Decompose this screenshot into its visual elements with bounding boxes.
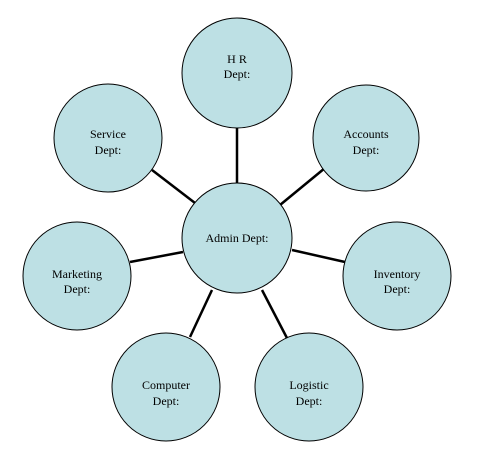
- dept-node-service: Service Dept:: [53, 83, 163, 193]
- dept-node-logistic: Logistic Dept:: [254, 332, 364, 442]
- dept-node-service-label-line1: Service: [90, 127, 126, 141]
- center-node-admin-label: Admin Dept:: [206, 231, 269, 245]
- dept-node-computer-label-line1: Computer: [142, 378, 190, 392]
- dept-node-service-label-line2: Dept:: [95, 143, 122, 157]
- dept-node-hr-label-line2: Dept:: [224, 67, 251, 81]
- dept-node-accounts-label-line2: Dept:: [353, 143, 380, 157]
- connector-marketing: [129, 250, 184, 264]
- dept-node-logistic-label-line1: Logistic: [289, 378, 328, 392]
- connector-computer: [188, 289, 214, 338]
- dept-node-marketing-label-line1: Marketing: [52, 267, 102, 281]
- dept-node-marketing: Marketing Dept:: [22, 221, 132, 331]
- dept-node-computer: Computer Dept:: [111, 332, 221, 442]
- dept-node-inventory-label-line2: Dept:: [384, 282, 411, 296]
- center-node-admin: Admin Dept:: [181, 182, 293, 294]
- dept-node-logistic-label-line2: Dept:: [296, 394, 323, 408]
- dept-node-inventory: Inventory Dept:: [342, 221, 452, 331]
- dept-node-hr-label-line1: H R: [227, 52, 247, 66]
- connectors: [129, 128, 346, 341]
- dept-node-accounts-label-line1: Accounts: [343, 127, 389, 141]
- dept-node-accounts: Accounts Dept:: [312, 84, 420, 192]
- dept-node-marketing-label-line2: Dept:: [64, 282, 91, 296]
- dept-node-computer-label-line2: Dept:: [153, 394, 180, 408]
- connector-service: [151, 169, 196, 204]
- connector-inventory: [291, 248, 346, 264]
- connector-logistic: [260, 289, 290, 341]
- dept-node-inventory-label-line1: Inventory: [374, 267, 421, 281]
- dept-node-hr: H R Dept:: [181, 17, 293, 129]
- connector-accounts: [279, 167, 326, 206]
